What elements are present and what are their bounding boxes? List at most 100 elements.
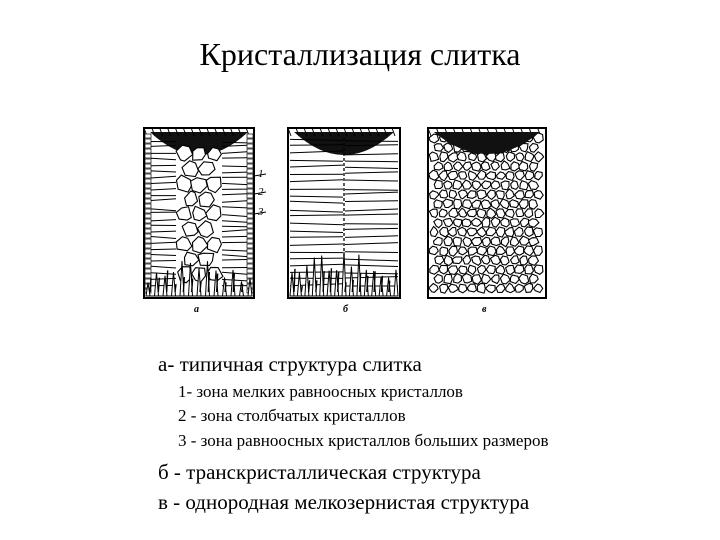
- grain: [443, 273, 453, 285]
- chill-grain: [144, 208, 152, 214]
- grain: [484, 284, 496, 294]
- grain: [513, 245, 525, 256]
- crust-mark: [295, 127, 300, 137]
- grain: [494, 152, 506, 163]
- columnar-crystal: [150, 175, 177, 179]
- grain: [428, 282, 439, 294]
- grain: [433, 199, 443, 209]
- grain: [495, 264, 506, 275]
- zone-label-1: 1: [258, 168, 264, 180]
- grain: [462, 236, 473, 248]
- chill-grain: [246, 213, 254, 219]
- grain: [524, 264, 535, 275]
- grain: [428, 133, 440, 144]
- shrinkage-cavity: [150, 132, 248, 155]
- grain: [476, 169, 487, 180]
- grain: [514, 190, 526, 200]
- columnar-crystal: [221, 229, 248, 233]
- grain: [466, 208, 477, 218]
- grain: [515, 152, 525, 162]
- columnar-crystal: [289, 209, 344, 213]
- chill-grain: [144, 138, 152, 144]
- grain: [457, 189, 469, 200]
- dendrite-stroke: [388, 280, 391, 293]
- columnar-crystal: [150, 157, 177, 161]
- crust-mark: [174, 127, 179, 137]
- grain: [461, 179, 473, 190]
- grain: [205, 204, 222, 222]
- grain: [523, 226, 534, 238]
- chill-grain: [246, 178, 254, 184]
- grain: [458, 283, 468, 294]
- crust-mark: [327, 127, 332, 137]
- legend-item-b: б - транскристаллическая структура: [158, 460, 481, 484]
- dendrite-stroke: [232, 272, 236, 293]
- grain: [476, 245, 488, 256]
- grain: [519, 255, 529, 266]
- grain: [447, 265, 459, 276]
- grain: [523, 245, 535, 257]
- grain: [500, 236, 510, 248]
- chill-grain: [144, 183, 152, 189]
- grain: [476, 151, 488, 163]
- grain: [453, 198, 463, 210]
- dendrite-stroke: [157, 277, 161, 293]
- columnar-crystal: [221, 249, 248, 252]
- chill-grain: [144, 133, 152, 139]
- columnar-crystal: [289, 150, 344, 154]
- chill-grain: [144, 248, 152, 254]
- grain: [489, 254, 502, 266]
- grain: [475, 226, 488, 238]
- dendrite-stroke: [207, 271, 211, 293]
- columnar-crystal: [344, 235, 399, 238]
- crust-mark: [375, 127, 380, 137]
- grain: [480, 180, 492, 190]
- grain: [447, 283, 460, 293]
- grain: [205, 176, 222, 194]
- grain: [527, 237, 540, 247]
- grain: [428, 208, 439, 219]
- grain: [452, 161, 464, 172]
- grain: [505, 246, 516, 257]
- chill-grain: [144, 143, 152, 149]
- columnar-crystal: [344, 213, 399, 216]
- chill-grain: [246, 183, 254, 189]
- grain: [207, 146, 223, 162]
- grain: [461, 272, 473, 284]
- grain: [466, 190, 477, 199]
- chill-grain: [246, 193, 254, 199]
- columnar-crystal: [344, 264, 399, 267]
- grain: [429, 225, 439, 238]
- grain: [443, 254, 454, 267]
- grain: [458, 246, 469, 256]
- grain: [452, 179, 463, 190]
- grain: [458, 265, 468, 275]
- dendrite-stroke: [322, 271, 325, 293]
- columnar-crystal: [221, 144, 248, 147]
- zone-pointer-3: [253, 211, 267, 215]
- columnar-crystal: [221, 182, 248, 186]
- grain: [504, 264, 516, 276]
- legend-item-a3: 3 - зона равноосных кристаллов больших р…: [178, 431, 549, 450]
- grain: [438, 189, 449, 199]
- panel-label-a: а: [194, 304, 199, 315]
- grain: [448, 207, 459, 219]
- grain: [428, 151, 440, 162]
- grain: [528, 142, 539, 153]
- dendrite-stroke: [380, 275, 384, 293]
- crust-mark: [351, 127, 356, 137]
- grain: [433, 273, 443, 284]
- grain: [476, 282, 486, 294]
- grain: [480, 199, 492, 210]
- columnar-crystal: [221, 165, 248, 168]
- grain: [447, 170, 459, 181]
- columnar-crystal: [344, 200, 399, 203]
- chill-grain: [246, 163, 254, 169]
- columnar-crystal: [289, 222, 344, 226]
- dendrite-stroke: [307, 280, 311, 293]
- grain: [175, 174, 192, 193]
- grain: [198, 191, 215, 208]
- columnar-crystal: [221, 220, 248, 223]
- chill-grain: [246, 148, 254, 154]
- grain: [495, 226, 506, 238]
